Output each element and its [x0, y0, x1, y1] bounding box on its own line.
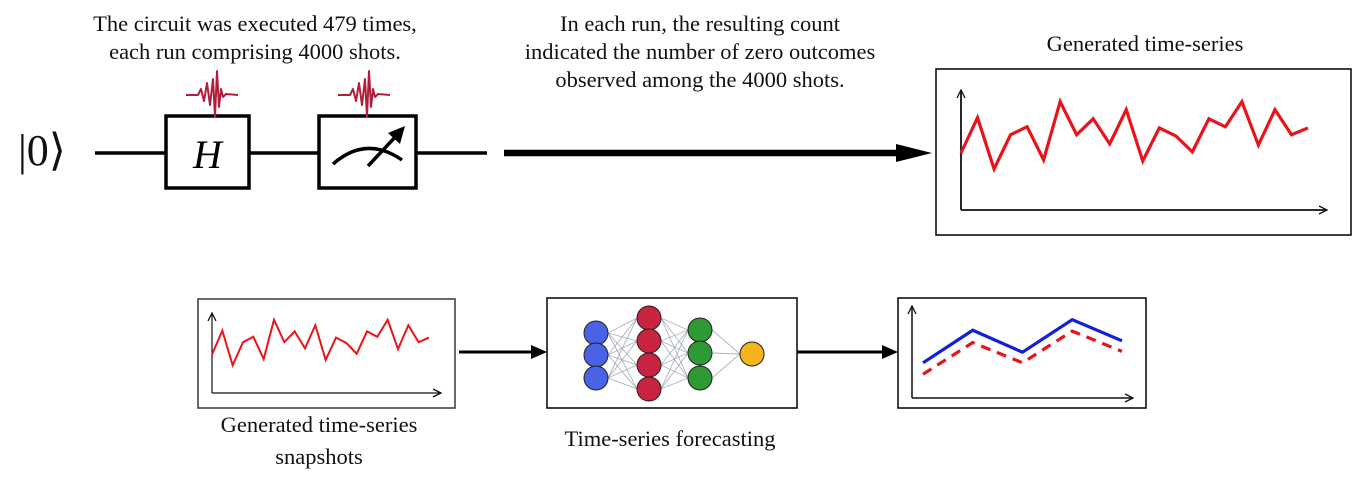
arrow-to-forecasting — [459, 345, 547, 359]
forecast-output-frame — [897, 297, 1147, 409]
hadamard-gate: H — [164, 114, 251, 190]
nn-node-hidden-2 — [687, 365, 713, 391]
generated-series-title: Generated time-series — [1046, 31, 1244, 56]
snapshots-label-line-1: Generated time-series — [220, 412, 418, 437]
nn-node-output — [739, 341, 765, 367]
nn-connection — [607, 332, 638, 390]
noise-waveform-icon — [338, 70, 391, 118]
snapshots-label: Generated time-series snapshots — [178, 411, 460, 471]
measurement-note-line-1: In each run, the resulting count — [560, 11, 840, 36]
nn-connection — [711, 329, 741, 355]
ket-zero-label: |0⟩ — [18, 126, 66, 175]
nn-connection — [660, 329, 689, 342]
nn-connection — [607, 377, 638, 390]
nn-node-hidden-1 — [636, 352, 662, 378]
nn-node-hidden-1 — [636, 328, 662, 354]
forecasting-label: Time-series forecasting — [564, 426, 776, 451]
nn-connection — [607, 317, 638, 356]
snapshots-frame — [197, 298, 456, 409]
measurement-note-line-2: indicated the number of zero outcomes — [524, 39, 876, 64]
arrow-to-forecast-output — [797, 345, 898, 359]
hadamard-gate-label: H — [192, 132, 224, 177]
nn-connection — [711, 352, 741, 355]
snapshots-label-line-2: snapshots — [275, 444, 363, 469]
nn-node-input — [583, 342, 609, 368]
nn-connection — [660, 377, 689, 390]
meter-needle-icon — [366, 132, 400, 168]
meter-needle-head-icon — [388, 126, 405, 144]
measurement-note-line-3: observed among the 4000 shots. — [555, 67, 845, 92]
series-line-predicted — [922, 329, 1123, 376]
series-line-snapshot — [211, 316, 430, 369]
nn-node-input — [583, 365, 609, 391]
measurement-gate — [317, 114, 418, 190]
nn-connection — [607, 317, 638, 379]
circuit-caption-line-1: The circuit was executed 479 times, — [93, 11, 417, 36]
measurement-note: In each run, the resulting count indicat… — [470, 10, 930, 94]
nn-node-hidden-1 — [636, 376, 662, 402]
generated-series-frame — [935, 68, 1352, 236]
nn-connection — [660, 329, 689, 390]
circuit-caption: The circuit was executed 479 times, each… — [40, 10, 470, 66]
main-flow-arrow — [504, 144, 932, 162]
noise-waveform-icon — [186, 70, 239, 118]
series-line-zero-outcome — [959, 97, 1309, 174]
circuit-caption-line-2: each run comprising 4000 shots. — [109, 39, 401, 64]
nn-node-hidden-1 — [636, 305, 662, 331]
nn-connection — [607, 340, 638, 379]
nn-connection — [607, 354, 638, 390]
nn-connection — [660, 329, 689, 366]
nn-connection — [711, 353, 741, 379]
nn-connection — [607, 364, 638, 379]
meter-dial-icon — [331, 146, 403, 166]
nn-connection — [607, 317, 638, 334]
nn-node-hidden-2 — [687, 340, 713, 366]
nn-connection — [660, 317, 689, 331]
nn-connection — [660, 352, 689, 390]
nn-node-hidden-2 — [687, 317, 713, 343]
nn-node-input — [583, 320, 609, 346]
